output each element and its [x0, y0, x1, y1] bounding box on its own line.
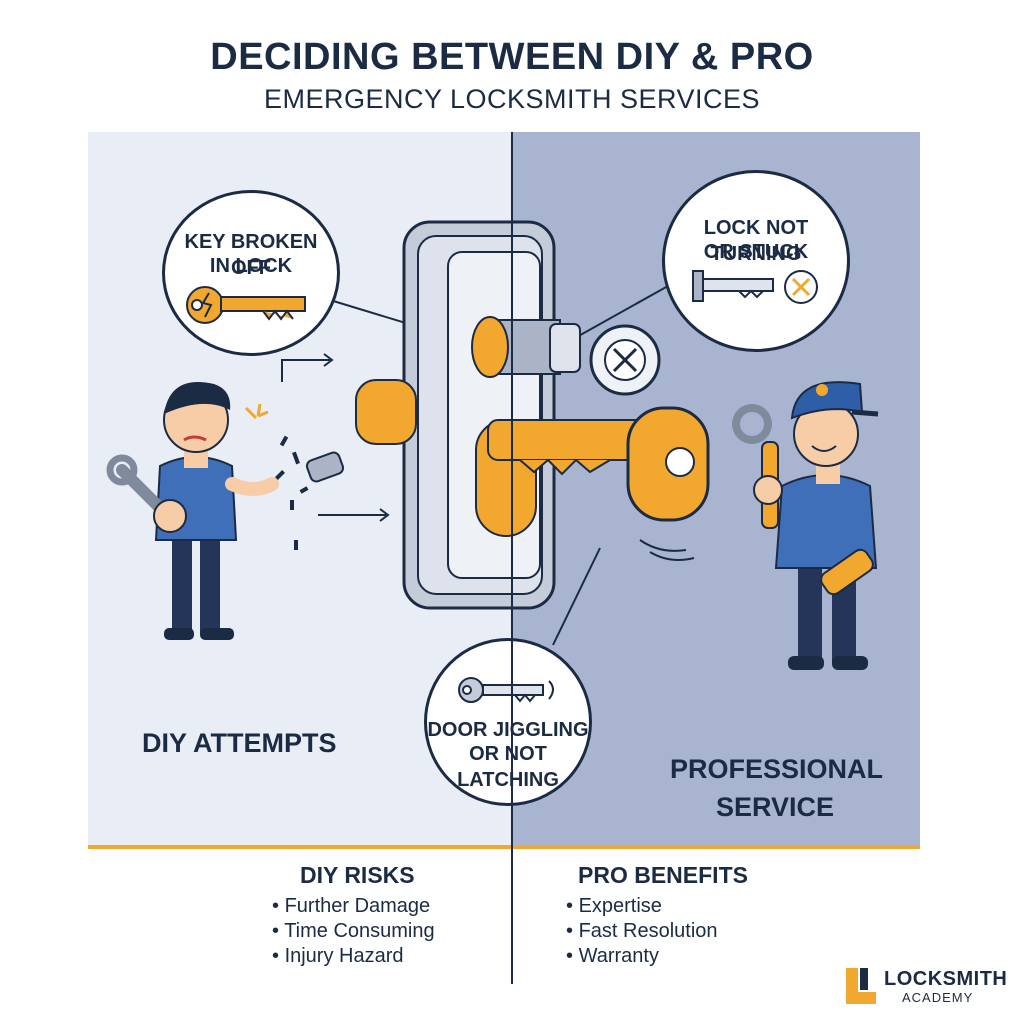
locksmith-academy-logo-icon — [846, 968, 876, 1004]
callout-door-jiggle-line1: DOOR JIGGLING — [427, 719, 589, 741]
pro-benefit-item: Expertise — [566, 894, 718, 919]
professional-service-line1: PROFESSIONAL — [670, 754, 884, 784]
page-title: DECIDING BETWEEN DIY & PRO — [210, 36, 814, 78]
callout-door-jiggle: DOOR JIGGLING OR NOT LATCHING — [424, 638, 592, 806]
callout-lock-stuck: LOCK NOT TURNING OR STUCK — [662, 170, 850, 352]
diy-attempts-label: DIY ATTEMPTS — [142, 728, 337, 758]
professional-service-line2: SERVICE — [715, 792, 835, 822]
pro-benefits-list: Expertise Fast Resolution Warranty — [566, 894, 718, 969]
key-icon — [458, 677, 554, 703]
center-divider — [511, 132, 513, 984]
section-divider-rule — [88, 845, 920, 849]
diy-risk-item: Injury Hazard — [272, 944, 435, 969]
callout-lock-stuck-line1: LOCK NOT TURNING — [703, 217, 809, 265]
door-lock-plate — [402, 220, 556, 610]
logo-subtitle: ACADEMY — [902, 990, 974, 1005]
pro-benefits-heading: PRO BENEFITS — [578, 862, 748, 888]
pro-locksmith-figure — [732, 381, 879, 670]
page-subtitle: EMERGENCY LOCKSMITH SERVICES — [263, 84, 761, 114]
pro-benefit-item: Fast Resolution — [566, 919, 718, 944]
callout-lock-stuck-line2: OR STUCK — [703, 241, 809, 263]
stuck-key-icon — [692, 270, 818, 304]
pro-benefit-item: Warranty — [566, 944, 718, 969]
professional-service-label: PROFESSIONAL SERVICE — [670, 750, 884, 826]
diy-risk-item: Time Consuming — [272, 919, 434, 944]
large-key — [487, 406, 710, 561]
callout-key-broken: KEY BROKEN OFF IN LOCK — [162, 190, 340, 356]
callout-key-broken-line1: KEY BROKEN OFF — [184, 231, 318, 279]
lock-cylinder — [471, 316, 661, 396]
diy-risk-item: Further Damage — [272, 894, 435, 919]
diy-risks-heading: DIY RISKS — [300, 862, 415, 888]
diy-worker-figure — [106, 353, 390, 640]
callout-key-broken-line2: IN LOCK — [209, 255, 293, 277]
deadbolt — [355, 379, 417, 445]
broken-key-icon — [186, 286, 306, 324]
logo-name: LOCKSMITH — [884, 968, 1008, 990]
callout-door-jiggle-line2: OR NOT LATCHING — [457, 743, 559, 791]
diy-risks-list: Further Damage Time Consuming Injury Haz… — [272, 894, 435, 969]
